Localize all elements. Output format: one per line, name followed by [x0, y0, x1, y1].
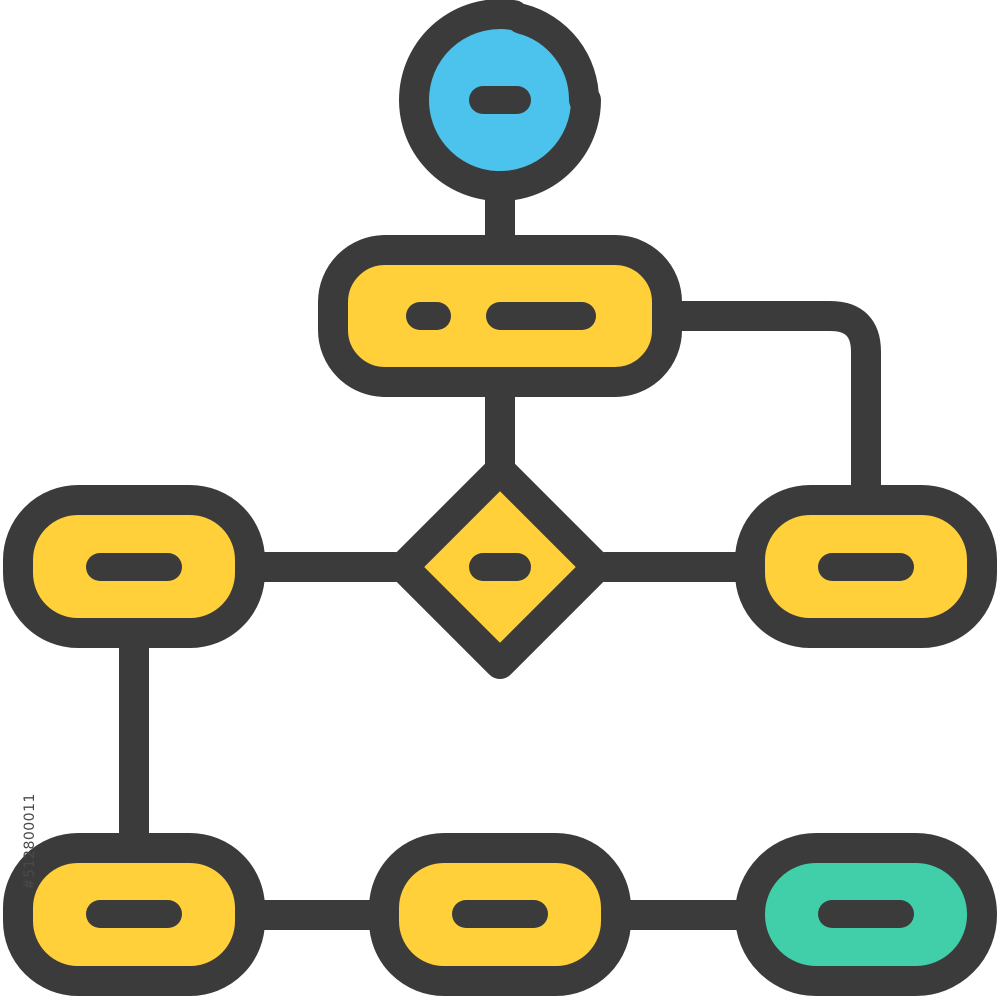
connector-top-process-to-right-process [655, 301, 881, 515]
stock-id-label: #512800011 [22, 793, 38, 890]
start-node-outline [399, 0, 601, 202]
connector-lines [119, 155, 881, 930]
process-node-right [735, 485, 997, 648]
process-node-bottom-left [3, 833, 265, 996]
end-node [735, 833, 997, 996]
process-node-bottom-middle [369, 833, 631, 996]
process-node-left [3, 485, 265, 648]
decision-node [388, 455, 612, 679]
process-node-top [318, 235, 682, 397]
start-node [399, 0, 601, 202]
